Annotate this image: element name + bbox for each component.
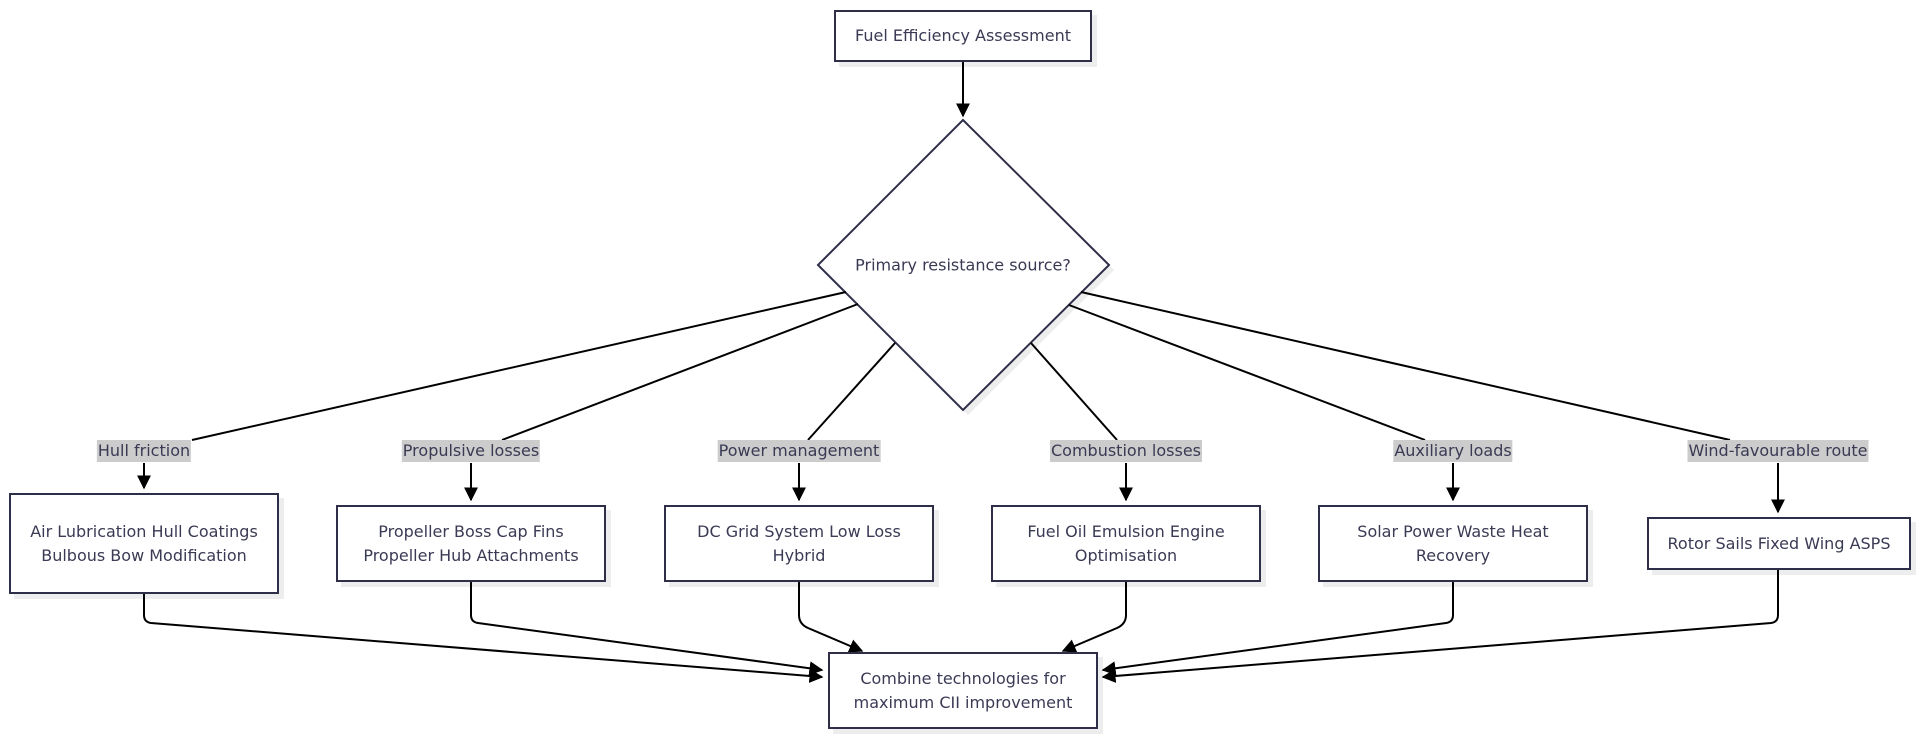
- node-auxiliary-technologies-text: Solar Power Waste Heat Recovery: [1357, 521, 1549, 565]
- edge-decision-power: [807, 342, 896, 441]
- node-wind-technologies-text: Rotor Sails Fixed Wing ASPS: [1667, 533, 1891, 553]
- node-wind-technologies: Rotor Sails Fixed Wing ASPS: [1647, 517, 1911, 570]
- edge-hull-to-end: [143, 594, 824, 683]
- node-combustion-technologies-text: Fuel Oil Emulsion Engine Optimisation: [1027, 521, 1225, 565]
- node-power-technologies: DC Grid System Low Loss Hybrid: [664, 505, 934, 582]
- edge-propulsive-to-end: [470, 581, 824, 676]
- node-auxiliary-technologies: Solar Power Waste Heat Recovery: [1318, 505, 1588, 582]
- edge-label-wind-favourable-route: Wind-favourable route: [1687, 440, 1869, 462]
- decision-diamond: [816, 118, 1111, 412]
- edge-combustion-to-end: [1061, 581, 1127, 653]
- node-propulsive-technologies: Propeller Boss Cap Fins Propeller Hub At…: [336, 505, 606, 582]
- edge-decision-wind: [1080, 291, 1731, 441]
- end-node-text: Combine technologies for maximum CII imp…: [853, 668, 1073, 712]
- edge-label-power-management: Power management: [717, 440, 881, 462]
- edge-decision-combustion: [1030, 342, 1118, 441]
- edge-power-to-end: [798, 581, 864, 653]
- decision-text: Primary resistance source?: [855, 255, 1071, 275]
- edge-label-combustion-losses: Combustion losses: [1050, 440, 1202, 462]
- edge-label-propulsive-losses: Propulsive losses: [401, 440, 541, 462]
- start-node-text: Fuel Efficiency Assessment: [855, 26, 1071, 45]
- node-propulsive-technologies-text: Propeller Boss Cap Fins Propeller Hub At…: [363, 521, 579, 565]
- start-node: Fuel Efficiency Assessment: [834, 10, 1092, 62]
- node-combustion-technologies: Fuel Oil Emulsion Engine Optimisation: [991, 505, 1261, 582]
- edge-auxiliary-to-end: [1101, 581, 1454, 676]
- edge-decision-hull: [191, 291, 847, 441]
- node-power-technologies-text: DC Grid System Low Loss Hybrid: [697, 521, 901, 565]
- node-hull-technologies-text: Air Lubrication Hull Coatings Bulbous Bo…: [30, 521, 258, 565]
- edge-wind-to-end: [1101, 569, 1779, 683]
- edge-decision-auxiliary: [1068, 304, 1426, 441]
- node-hull-technologies: Air Lubrication Hull Coatings Bulbous Bo…: [9, 493, 279, 594]
- edge-label-hull-friction: Hull friction: [96, 440, 192, 462]
- end-node: Combine technologies for maximum CII imp…: [828, 652, 1098, 729]
- edge-decision-propulsive: [501, 303, 859, 441]
- edge-label-auxiliary-loads: Auxiliary loads: [1393, 440, 1513, 462]
